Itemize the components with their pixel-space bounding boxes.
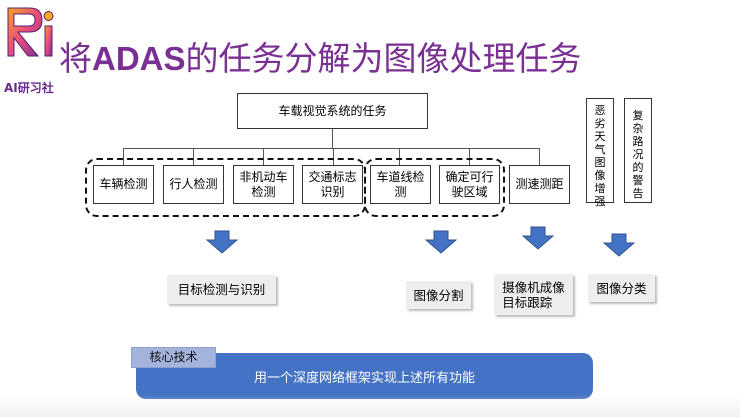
page-title: 将ADAS的任务分解为图像处理任务 [59, 36, 582, 82]
connector-task-5 [399, 148, 400, 165]
side-char: 路 [632, 135, 644, 148]
group-segmentation-dashed [364, 158, 505, 217]
arrow-down-icon [603, 233, 635, 257]
side-char: 复 [632, 109, 644, 122]
connector-task-6 [469, 148, 470, 165]
task-speed-distance: 测速测距 [509, 165, 570, 204]
task-traffic-sign-recognition: 交通标志 识别 [302, 165, 363, 204]
core-tech-tag: 核心技术 [131, 347, 216, 368]
footer-fade [0, 395, 740, 417]
side-task-road-warning: 复 杂 路 况 的 警 告 [624, 98, 652, 203]
task-lane-detection: 车道线检 测 [370, 165, 431, 204]
arrow-down-icon [206, 230, 238, 254]
title-suffix: 的任务分解为图像处理任务 [185, 39, 582, 78]
result-image-segmentation: 图像分割 [406, 281, 471, 309]
core-tech-text: 用一个深度网络框架实现上述所有功能 [253, 370, 475, 386]
task-vehicle-detection: 车辆检测 [93, 165, 154, 204]
side-char: 天 [594, 130, 606, 143]
task-pedestrian-detection: 行人检测 [163, 165, 224, 204]
side-char: 的 [632, 161, 644, 174]
side-char: 杂 [632, 122, 644, 135]
title-acronym: ADAS [92, 40, 186, 77]
side-task-weather-enhancement: 恶 劣 天 气 图 像 增 强 [586, 98, 614, 208]
side-char: 告 [632, 187, 644, 200]
connector-task-3 [263, 148, 264, 165]
brand-logo-text: AI研习社 [4, 81, 54, 95]
ai-logo-icon [7, 7, 54, 57]
result-camera-tracking: 摄像机成像 目标跟踪 [494, 274, 573, 315]
connector-task-1 [123, 148, 124, 165]
task-drivable-area: 确定可行 驶区域 [439, 165, 500, 204]
connector-task-4 [333, 148, 334, 165]
side-char: 强 [594, 195, 606, 208]
side-char: 劣 [594, 117, 606, 130]
connector-horizontal [123, 148, 540, 149]
side-char: 气 [594, 143, 606, 156]
connector-task-7 [539, 148, 540, 165]
result-image-classification: 图像分类 [588, 274, 655, 302]
side-char: 警 [632, 174, 644, 187]
side-char: 恶 [594, 104, 606, 117]
connector-task-2 [193, 148, 194, 165]
side-char: 像 [594, 169, 606, 182]
arrow-down-icon [425, 230, 457, 254]
arrow-down-icon [522, 226, 554, 250]
side-char: 增 [594, 182, 606, 195]
result-object-detection: 目标检测与识别 [167, 275, 276, 304]
connector-root-down [332, 129, 333, 149]
task-nonmotor-detection: 非机动车 检测 [233, 165, 294, 204]
title-prefix: 将 [59, 39, 92, 78]
top-task-box: 车载视觉系统的任务 [237, 93, 428, 129]
side-char: 图 [594, 156, 606, 169]
side-char: 况 [632, 148, 644, 161]
